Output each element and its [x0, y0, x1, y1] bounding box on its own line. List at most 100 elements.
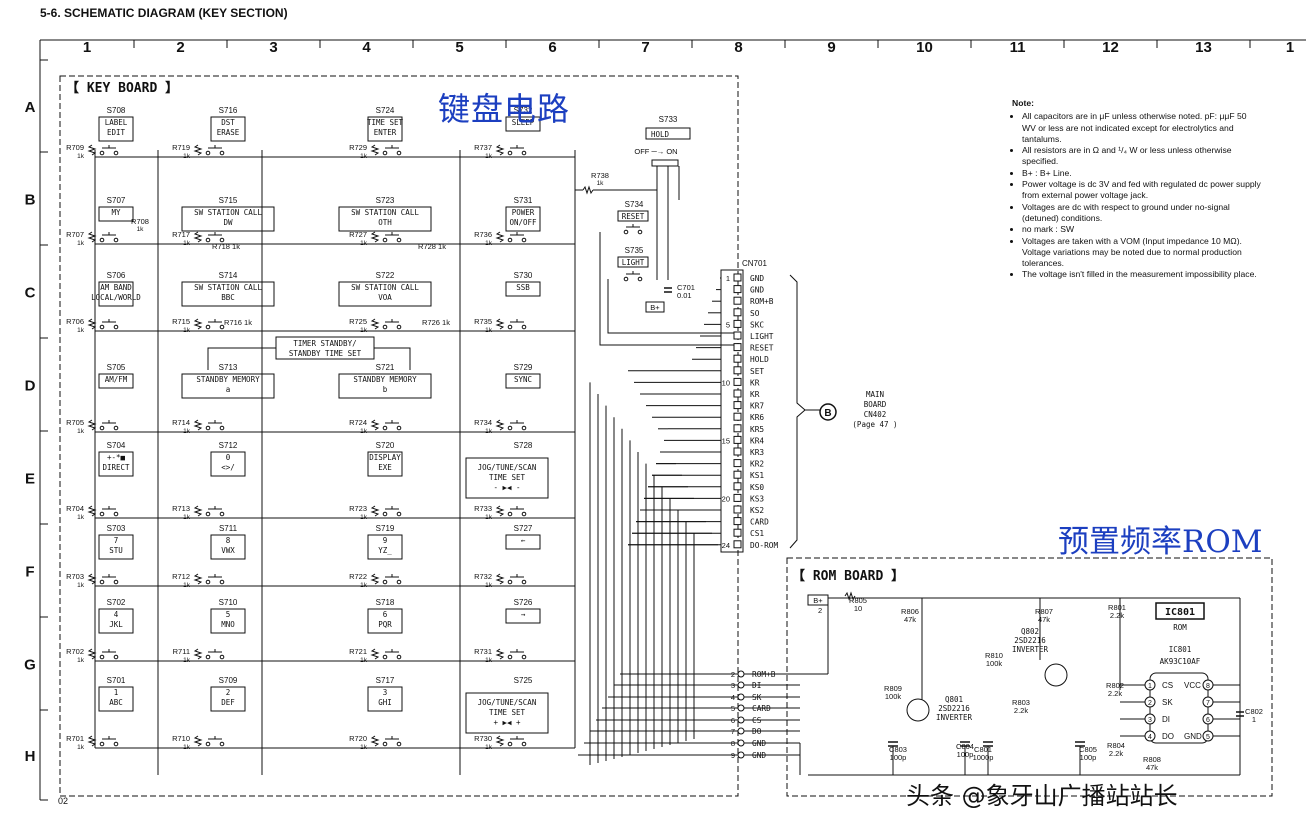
switch-ref: S732 — [514, 106, 533, 115]
switch-cap — [505, 281, 541, 297]
resistor-symbol — [193, 231, 203, 243]
switch-cap — [210, 534, 246, 560]
resistor-value: 1k — [77, 657, 85, 664]
resistor-symbol — [370, 573, 380, 585]
reset-label: RESET — [622, 212, 645, 221]
switch-cap — [338, 206, 432, 232]
switch-contact — [113, 150, 119, 156]
switch-cap-text: EXE — [378, 463, 392, 472]
switch-contact — [99, 579, 105, 585]
row-label: G — [24, 657, 36, 674]
switch-cap-text: STANDBY MEMORY — [196, 375, 260, 384]
switch-cap-text: 4 — [114, 610, 119, 619]
switch-ref: S717 — [376, 676, 395, 685]
resistor-symbol — [495, 318, 505, 330]
resistor-value: 1k — [77, 327, 85, 334]
ic801-box — [1155, 602, 1205, 620]
ic-pin-number: 2 — [1148, 700, 1152, 707]
switch-ref: S726 — [514, 598, 533, 607]
switch-cap — [505, 608, 541, 624]
connector-pin-number: 24 — [722, 541, 730, 550]
resistor-symbol — [370, 231, 380, 243]
resistor-ref: R725 — [349, 317, 367, 326]
switch-contact — [219, 150, 225, 156]
resistor-symbol — [87, 144, 97, 156]
switch-cap-text: SYNC — [514, 375, 532, 384]
connector-pin-label: KS1 — [750, 471, 764, 480]
switch-cap-text: ← — [521, 536, 526, 545]
s734-ref: S734 — [625, 200, 644, 209]
resistor-value: 1k — [360, 744, 368, 751]
resistor-value: 1k — [485, 657, 493, 664]
resistor-value: 1k — [183, 240, 191, 247]
connector-pin-label: KR6 — [750, 413, 764, 422]
switch-contact — [205, 237, 211, 243]
switch-cap-text: b — [383, 385, 388, 394]
switch-contact — [623, 229, 629, 235]
connector-pin-label: KR — [750, 390, 760, 399]
switch-ref: S702 — [107, 598, 126, 607]
rom-part-value: 47k — [1146, 763, 1158, 772]
light-label: LIGHT — [622, 258, 645, 267]
switch-contact — [219, 654, 225, 660]
main-board-label: (Page 47 ) — [852, 420, 897, 429]
switch-contact — [113, 741, 119, 747]
switch-cap-text: MY — [111, 208, 121, 217]
switch-ref: S705 — [107, 363, 126, 372]
switch-contact — [396, 237, 402, 243]
resistor-ref: R712 — [172, 572, 190, 581]
note-item: All capacitors are in μF unless otherwis… — [1022, 111, 1262, 145]
connector-pin — [733, 296, 742, 305]
switch-ref: S728 — [514, 441, 533, 450]
resistor-value: 1k — [360, 428, 368, 435]
switch-contact — [219, 237, 225, 243]
switch-cap-text: SW STATION CALL — [351, 208, 419, 217]
switch-cap-text: - ▶◀ - — [493, 483, 520, 492]
switch-cap-text: YZ_ — [378, 546, 392, 555]
switch-cap — [98, 608, 134, 634]
q801-transistor — [906, 698, 930, 722]
resistor-value: 1k — [183, 657, 191, 664]
resistor-symbol — [87, 573, 97, 585]
resistor-symbol — [87, 735, 97, 747]
connector-body — [720, 269, 744, 553]
resistor-symbol — [495, 648, 505, 660]
connector-pin — [733, 401, 742, 410]
connector-pin — [733, 308, 742, 317]
switch-cap — [98, 373, 134, 389]
switch-contact — [507, 579, 513, 585]
switch-cap — [181, 281, 275, 307]
switch-cap — [181, 373, 275, 399]
rom-pin — [737, 739, 745, 747]
switch-ref: S707 — [107, 196, 126, 205]
resistor-symbol — [87, 231, 97, 243]
ic-pin-number: 7 — [1206, 700, 1210, 707]
s735-ref: S735 — [625, 246, 644, 255]
switch-cap — [181, 206, 275, 232]
switch-ref: S704 — [107, 441, 126, 450]
switch-cap-text: SSB — [516, 283, 530, 292]
ic-pin-label: CS — [1162, 681, 1173, 690]
rom-pin — [737, 727, 745, 735]
switch-ref: S722 — [376, 271, 395, 280]
switch-contact — [99, 237, 105, 243]
rom-part-value: 1 — [1252, 715, 1256, 724]
switch-contact — [507, 511, 513, 517]
switch-contact — [113, 237, 119, 243]
resistor-value: 1k — [485, 327, 493, 334]
resistor-value: 1k — [485, 514, 493, 521]
switch-cap-text: ERASE — [217, 128, 240, 137]
switch-cap — [210, 451, 246, 477]
keyboard-frame — [59, 75, 739, 797]
ic-pin-label: DO — [1162, 732, 1174, 741]
switch-ref: S718 — [376, 598, 395, 607]
connector-pin-number: 1 — [726, 274, 730, 283]
timer-link — [207, 347, 276, 370]
connector-pin-number: 20 — [722, 494, 730, 503]
switch-cap — [338, 281, 432, 307]
resistor-value: 1k — [183, 582, 191, 589]
switch-cap-text: AM/FM — [105, 375, 128, 384]
resistor-symbol — [370, 505, 380, 517]
r738-val: 1k — [597, 180, 605, 187]
resistor-symbol — [193, 505, 203, 517]
